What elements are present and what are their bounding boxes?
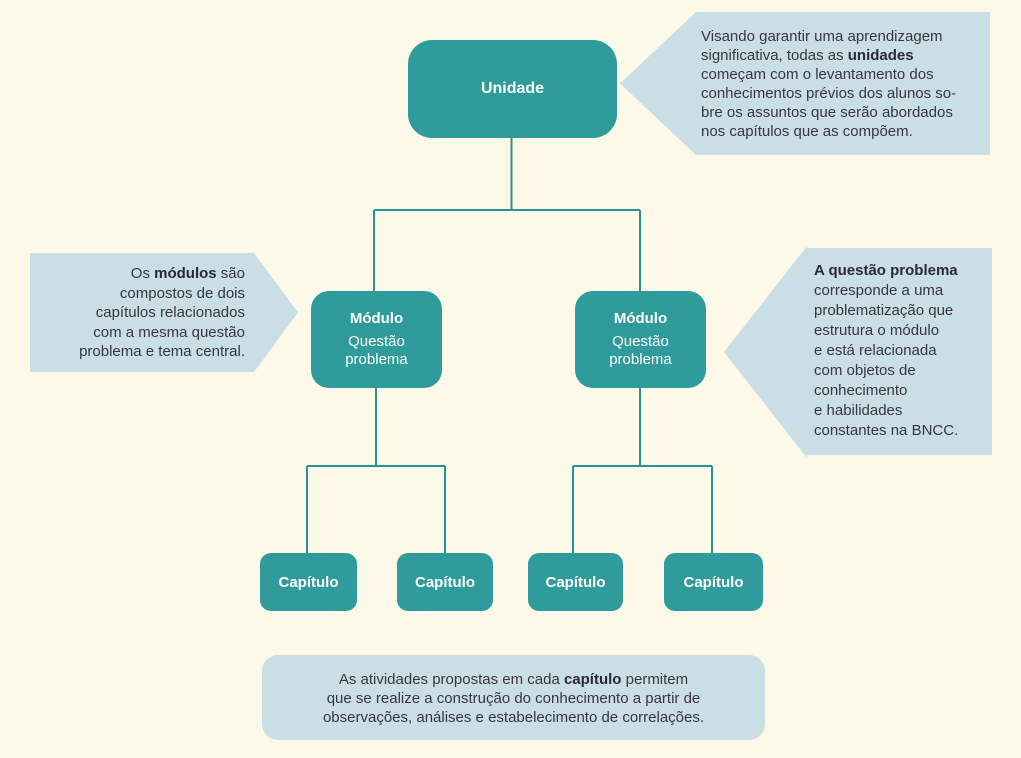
node-unidade: Unidade xyxy=(408,40,617,138)
node-modulo-1-subtitle: Questão problema xyxy=(345,333,408,368)
callout-capitulo-note: As atividades propostas em cada capítulo… xyxy=(262,655,765,740)
node-modulo-1: Módulo Questão problema xyxy=(311,291,442,388)
node-capitulo-2-label: Capítulo xyxy=(415,573,475,591)
callout-questao-arrow-icon xyxy=(724,246,807,458)
node-capitulo-2: Capítulo xyxy=(397,553,493,611)
node-modulo-1-title: Módulo xyxy=(349,310,404,327)
node-modulo-2: Módulo Questão problema xyxy=(575,291,706,388)
node-capitulo-1: Capítulo xyxy=(260,553,357,611)
node-capitulo-1-label: Capítulo xyxy=(278,573,339,591)
node-capitulo-4: Capítulo xyxy=(664,553,763,611)
node-modulo-2-subtitle: Questão problema xyxy=(609,333,672,368)
node-capitulo-3-label: Capítulo xyxy=(545,573,606,591)
node-capitulo-3: Capítulo xyxy=(528,553,623,611)
node-modulo-2-title: Módulo xyxy=(613,310,668,327)
node-capitulo-4-label: Capítulo xyxy=(683,573,744,591)
callout-unidades-arrow-icon xyxy=(620,12,696,155)
callout-modulos-arrow-icon xyxy=(254,253,298,372)
node-unidade-label: Unidade xyxy=(480,80,545,97)
